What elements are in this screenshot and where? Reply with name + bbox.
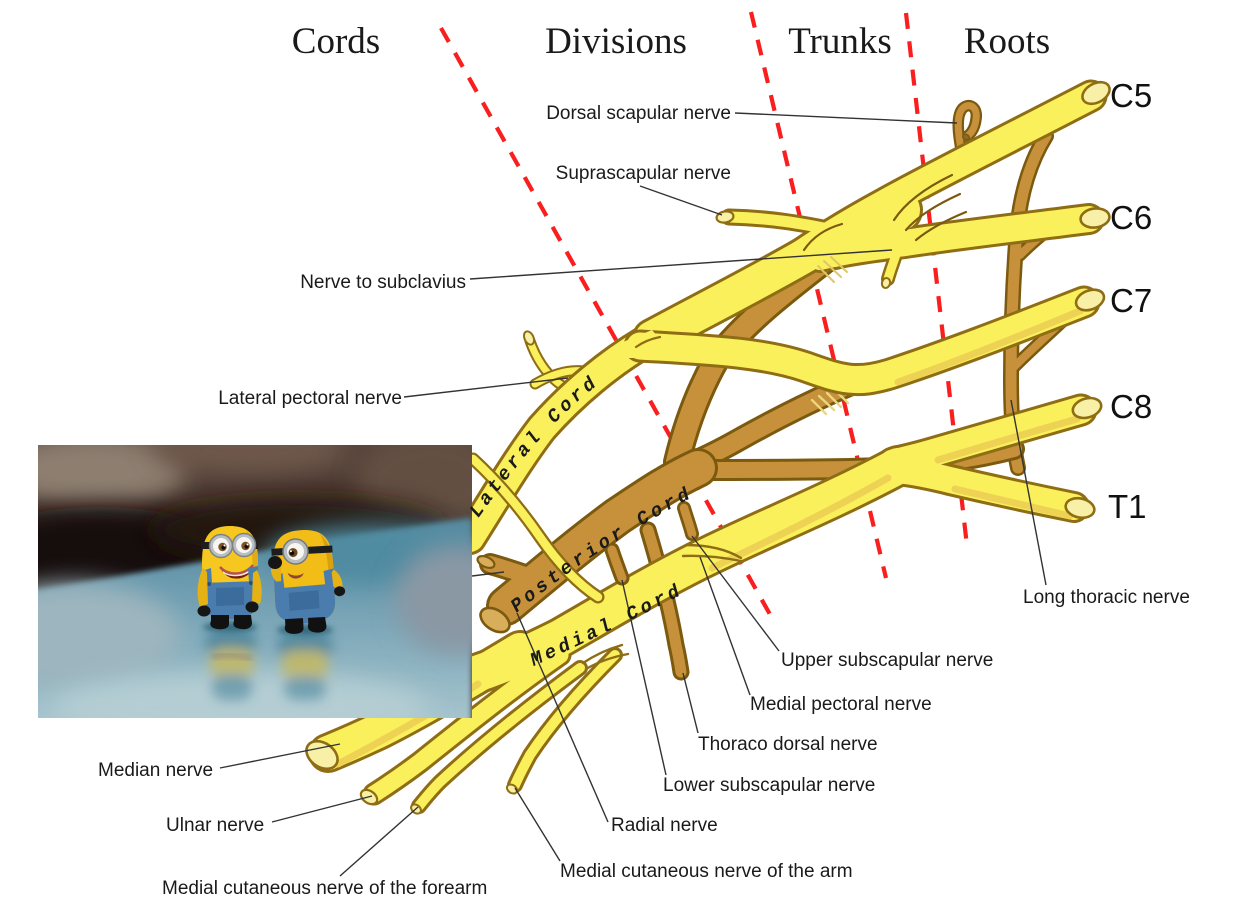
svg-text:Median nerve: Median nerve: [98, 760, 213, 781]
svg-text:C8: C8: [1110, 388, 1152, 425]
svg-text:Thoraco dorsal nerve: Thoraco dorsal nerve: [698, 734, 878, 755]
svg-text:Long thoracic nerve: Long thoracic nerve: [1023, 587, 1190, 608]
svg-text:Lower subscapular nerve: Lower subscapular nerve: [663, 775, 875, 796]
svg-text:Lateral pectoral nerve: Lateral pectoral nerve: [218, 388, 402, 409]
svg-text:Divisions: Divisions: [545, 21, 687, 62]
svg-text:Lateral Cord: Lateral Cord: [465, 371, 603, 522]
svg-text:Roots: Roots: [964, 21, 1050, 62]
svg-text:Medial pectoral nerve: Medial pectoral nerve: [750, 694, 932, 715]
svg-text:Medial cutaneous nerve of the: Medial cutaneous nerve of the forearm: [162, 878, 487, 899]
svg-text:Trunks: Trunks: [788, 21, 892, 62]
svg-text:Cords: Cords: [292, 21, 380, 62]
svg-text:Radial nerve: Radial nerve: [611, 815, 718, 836]
svg-text:C6: C6: [1110, 199, 1152, 236]
svg-text:T1: T1: [1108, 488, 1147, 525]
svg-text:Nerve to subclavius: Nerve to subclavius: [300, 272, 466, 293]
svg-text:Upper subscapular nerve: Upper subscapular nerve: [781, 650, 993, 671]
svg-text:C5: C5: [1110, 77, 1152, 114]
svg-text:Ulnar nerve: Ulnar nerve: [166, 815, 264, 836]
svg-text:Dorsal scapular nerve: Dorsal scapular nerve: [546, 103, 731, 124]
svg-text:Medial cutaneous nerve of the: Medial cutaneous nerve of the arm: [560, 861, 853, 882]
svg-text:Suprascapular nerve: Suprascapular nerve: [556, 163, 731, 184]
svg-text:C7: C7: [1110, 282, 1152, 319]
